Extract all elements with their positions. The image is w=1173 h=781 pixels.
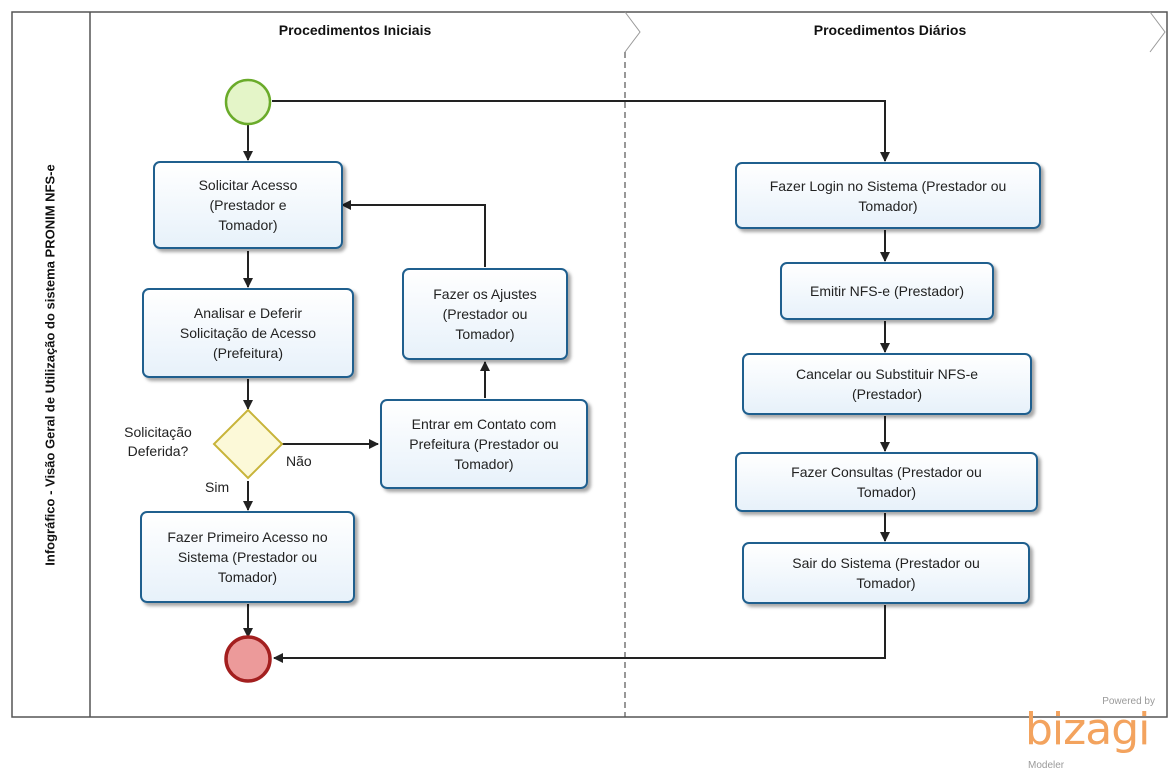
start-event[interactable]	[224, 78, 272, 126]
phase-header-divider	[624, 11, 641, 53]
bizagi-logo: Powered by bizagi Modeler	[1020, 696, 1165, 776]
gateway-yes-label: Sim	[205, 479, 230, 495]
lane-title-daily: Procedimentos Diários	[813, 22, 967, 38]
task-analisar-deferir[interactable]: Analisar e Deferir Solicitação de Acesso…	[142, 288, 354, 378]
task-emitir-nfse[interactable]: Emitir NFS-e (Prestador)	[780, 262, 994, 320]
task-primeiro-acesso[interactable]: Fazer Primeiro Acesso no Sistema (Presta…	[140, 511, 355, 603]
modeler-text: Modeler	[1028, 760, 1065, 771]
phase-header-end	[1149, 11, 1166, 53]
sequence-flows	[243, 100, 890, 663]
flow-start-login	[272, 100, 890, 162]
lane-title-initial: Procedimentos Iniciais	[278, 22, 432, 38]
flow-sair-end	[273, 605, 886, 663]
task-solicitar-acesso[interactable]: Solicitar Acesso (Prestador e Tomador)	[153, 161, 343, 249]
task-entrar-contato[interactable]: Entrar em Contato com Prefeitura (Presta…	[380, 399, 588, 489]
bizagi-wordmark: bizagi	[1025, 704, 1150, 755]
task-cancelar-substituir[interactable]: Cancelar ou Substituir NFS-e (Prestador)	[742, 353, 1032, 415]
pool-frame	[11, 11, 1168, 718]
task-sair-sistema[interactable]: Sair do Sistema (Prestador ou Tomador)	[742, 542, 1030, 604]
gateway-question-label: Solicitação Deferida?	[124, 424, 192, 459]
flow-ajustes-solicitar	[341, 200, 486, 267]
task-fazer-ajustes[interactable]: Fazer os Ajustes (Prestador ou Tomador)	[402, 268, 568, 360]
task-fazer-login[interactable]: Fazer Login no Sistema (Prestador ou Tom…	[735, 162, 1041, 229]
task-fazer-consultas[interactable]: Fazer Consultas (Prestador ou Tomador)	[735, 452, 1038, 512]
end-event[interactable]	[224, 635, 272, 683]
gateway-no-label: Não	[286, 453, 312, 469]
powered-by-text: Powered by	[1102, 696, 1155, 707]
exclusive-gateway[interactable]	[212, 408, 284, 480]
